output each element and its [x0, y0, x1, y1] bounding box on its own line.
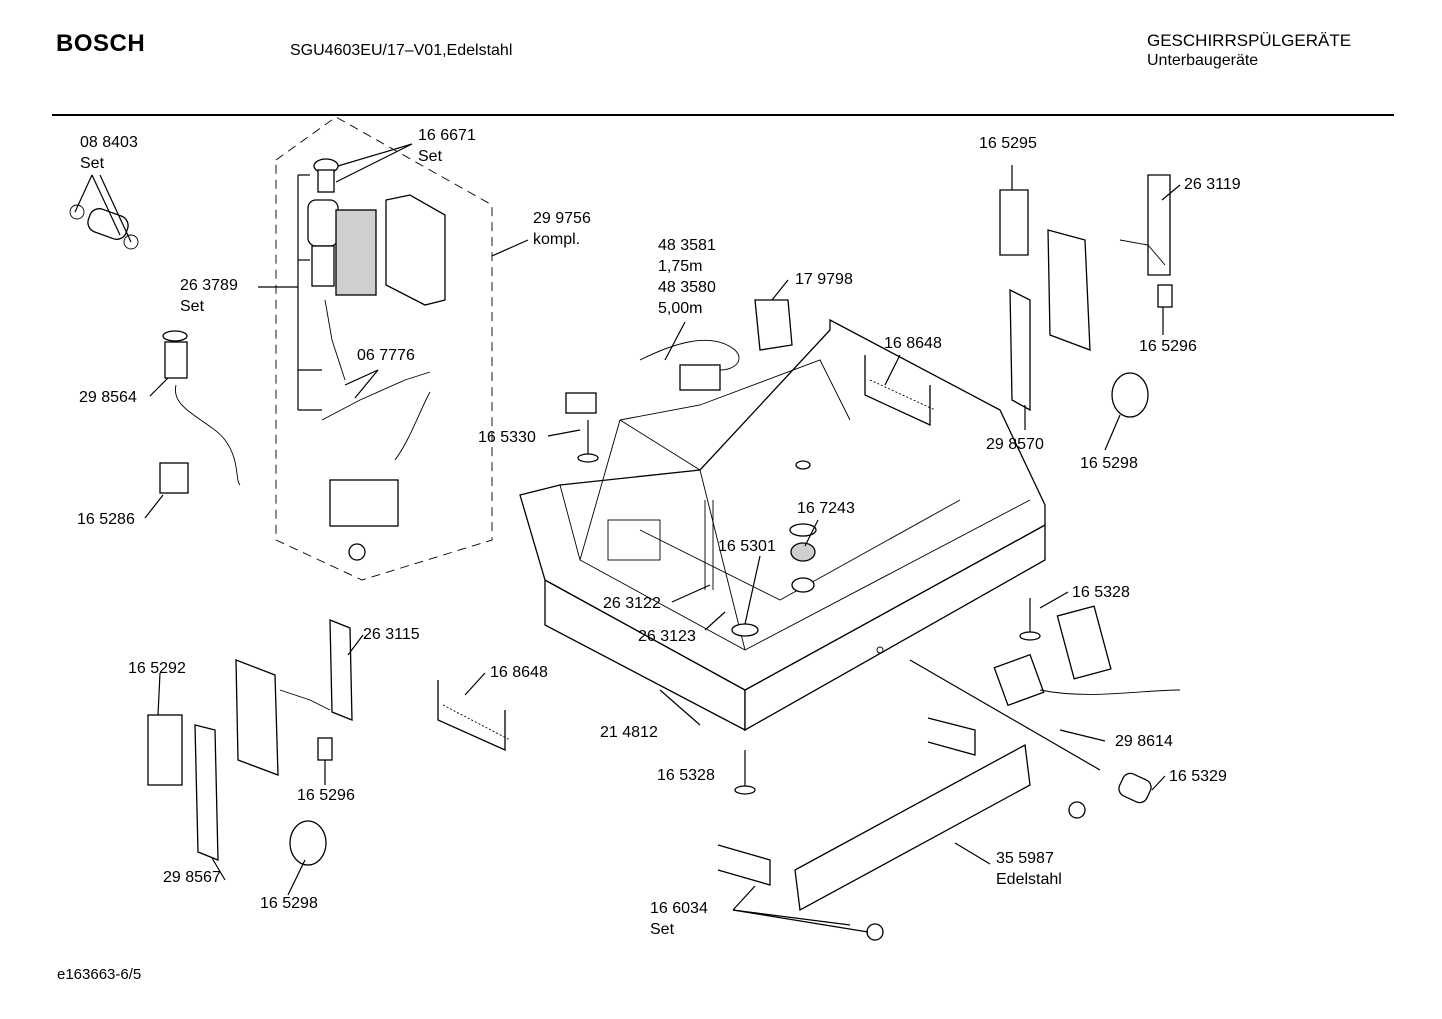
category-title: GESCHIRRSPÜLGERÄTE [1147, 31, 1352, 50]
base-tub-drawing [519, 318, 1046, 732]
spring-clip-drawing [437, 355, 936, 752]
model-title: SGU4603EU/17–V01,Edelstahl [290, 42, 513, 59]
part-label-165296b: 16 5296 [297, 787, 355, 804]
header-rule [52, 114, 1394, 116]
part-label-165298a: 16 5298 [1080, 455, 1138, 472]
cable-connector-drawing [565, 299, 793, 414]
clamp-set-drawing [69, 204, 139, 250]
part-label-165329: 16 5329 [1169, 768, 1227, 785]
part-label-165328a: 16 5328 [1072, 584, 1130, 601]
part-label-214812: 21 4812 [600, 724, 658, 741]
part-label-165328b: 16 5328 [657, 767, 715, 784]
part-label-165292: 16 5292 [128, 660, 186, 677]
part-label-263115: 26 3115 [363, 626, 420, 643]
part-label-165295: 16 5295 [979, 135, 1037, 152]
screw-feet-drawing [577, 420, 1041, 795]
part-label-165330: 16 5330 [478, 429, 536, 446]
part-label-165298b: 16 5298 [260, 895, 318, 912]
part-label-168648a: 16 8648 [884, 335, 942, 352]
part-label-179798: 17 9798 [795, 271, 853, 288]
part-label-165286: 16 5286 [77, 511, 135, 528]
hose-drawing [159, 330, 241, 494]
brand-logo: BOSCH [56, 30, 146, 57]
front-panel-drawing [717, 605, 1181, 941]
drawing-id: e163663-6/5 [57, 966, 142, 983]
leader-lines [74, 143, 1181, 933]
subcategory-title: Unterbaugeräte [1147, 52, 1259, 69]
kit-outline [275, 116, 493, 581]
part-label-165301: 16 5301 [718, 538, 776, 555]
part-label-298564: 29 8564 [79, 389, 137, 406]
left-bracket-drawing [147, 619, 353, 866]
part-label-298567: 29 8567 [163, 869, 221, 886]
part-label-165296a: 16 5296 [1139, 338, 1197, 355]
part-label-263122: 26 3122 [603, 595, 661, 612]
pump-assembly-drawing [307, 158, 446, 561]
part-label-263123: 26 3123 [638, 628, 696, 645]
part-label-167243: 16 7243 [797, 500, 855, 517]
part-label-168648b: 16 8648 [490, 664, 548, 681]
right-bracket-drawing [999, 174, 1173, 418]
part-label-298614: 29 8614 [1115, 733, 1173, 750]
part-label-067776: 06 7776 [357, 347, 415, 364]
part-label-263119: 26 3119 [1184, 176, 1241, 193]
part-label-298570: 29 8570 [986, 436, 1044, 453]
